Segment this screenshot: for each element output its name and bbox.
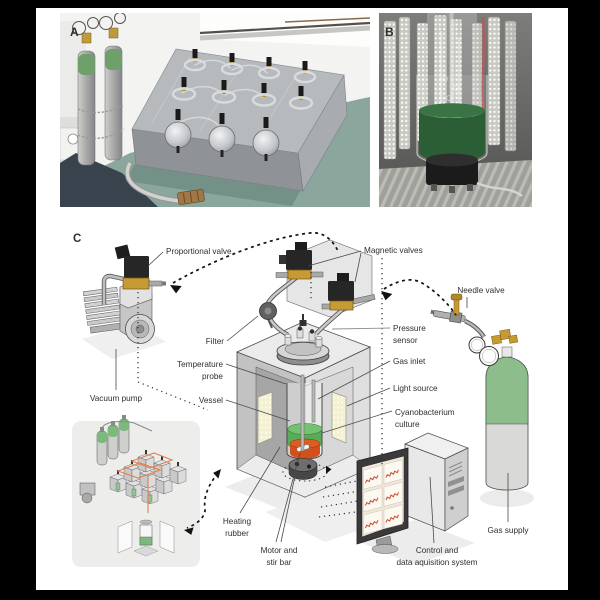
vessel-lid xyxy=(259,275,345,366)
dotted-signal-lines xyxy=(137,258,383,518)
label-temperature-probe-2: probe xyxy=(202,372,223,381)
label-control-system-2: data aquisition system xyxy=(396,558,477,567)
reactor-heads xyxy=(164,49,317,161)
letterbox-right xyxy=(568,0,600,600)
label-cyanobacterium-2: culture xyxy=(395,420,420,429)
bottom-cable xyxy=(476,181,523,197)
label-filter: Filter xyxy=(206,337,224,346)
panel-a-photo: A xyxy=(60,13,370,207)
filter xyxy=(259,302,277,329)
magnetic-valve-left xyxy=(275,242,324,280)
label-pressure-sensor-1: Pressure xyxy=(393,324,426,333)
label-heating-rubber-2: rubber xyxy=(225,529,249,538)
inset-gas-cylinders xyxy=(96,415,153,466)
photo-gas-cylinders xyxy=(72,13,126,166)
inset-reactor-array xyxy=(109,450,187,513)
label-proportional-valve: Proportional valve xyxy=(166,247,232,256)
label-gas-supply: Gas supply xyxy=(488,526,530,535)
proportional-valve xyxy=(101,244,166,305)
gas-cylinder xyxy=(485,346,529,491)
panel-a-letter: A xyxy=(70,25,79,39)
magnetic-valve-right xyxy=(321,273,376,311)
gas-regulator xyxy=(464,318,519,366)
label-control-system-1: Control and xyxy=(416,546,459,555)
screen-trace-cells xyxy=(363,459,403,535)
machine-shadow xyxy=(126,165,300,206)
vessel-assembly xyxy=(286,374,323,460)
panel-c-letter: C xyxy=(73,233,81,245)
gas-inlet-tube xyxy=(311,379,316,423)
dashed-flow-arrows xyxy=(167,232,457,536)
lid-ports xyxy=(284,326,323,348)
letterbox-top xyxy=(0,0,600,8)
panel-b-photo: B xyxy=(379,13,532,207)
monitor xyxy=(356,447,409,554)
hose xyxy=(124,161,205,205)
culture-vessel xyxy=(416,75,488,165)
culture-liquid xyxy=(419,110,485,162)
red-cable xyxy=(481,16,486,114)
stirrer-base xyxy=(426,153,478,193)
label-vacuum-pump: Vacuum pump xyxy=(90,394,143,403)
label-cyanobacterium-1: Cyanobacterium xyxy=(395,408,455,417)
inset-orange-tubing xyxy=(116,452,174,513)
computer-tower xyxy=(404,432,469,532)
inset-pump xyxy=(79,482,96,504)
letterbox-left xyxy=(0,0,36,600)
needle-valve xyxy=(430,293,466,324)
temperature-probe xyxy=(300,374,305,452)
label-magnetic-valves: Magnetic valves xyxy=(364,246,423,255)
pressure-sensor xyxy=(299,314,307,326)
light-panel-right xyxy=(331,391,347,444)
letterbox-bottom xyxy=(0,590,600,600)
inset-exploded-vessel xyxy=(117,519,175,557)
cultivation-chamber xyxy=(235,239,373,498)
label-pressure-sensor-2: sensor xyxy=(393,336,418,345)
panel-b-letter: B xyxy=(385,25,394,39)
label-light-source: Light source xyxy=(393,384,438,393)
label-motor-stir-bar-2: stir bar xyxy=(266,558,291,567)
bench-frame xyxy=(60,153,158,207)
vacuum-pump xyxy=(82,277,155,344)
label-gas-inlet: Gas inlet xyxy=(393,357,426,366)
panel-c-schematic: C Proportional valve Magnetic valves Nee… xyxy=(72,232,534,567)
label-needle-valve: Needle valve xyxy=(457,286,505,295)
light-panel-left xyxy=(257,391,273,445)
window-sill xyxy=(199,13,370,47)
label-heating-rubber-1: Heating xyxy=(223,517,252,526)
label-motor-stir-bar-1: Motor and xyxy=(261,546,298,555)
bioreactor-array-machine xyxy=(131,48,348,192)
system-overview-inset xyxy=(72,415,200,567)
glassware xyxy=(440,13,460,109)
label-temperature-probe-1: Temperature xyxy=(177,360,223,369)
label-vessel: Vessel xyxy=(199,396,223,405)
leader-lines xyxy=(115,250,509,544)
